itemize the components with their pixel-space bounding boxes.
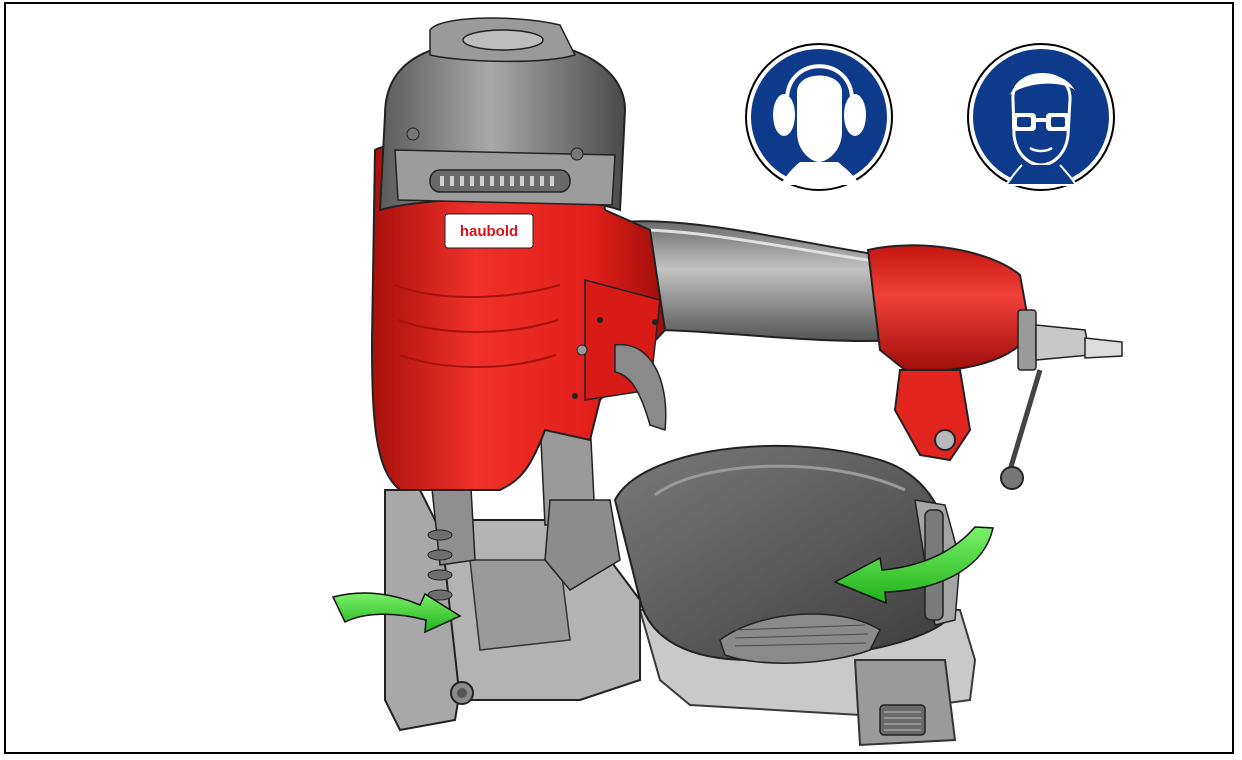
green-rotation-arrow-right: [833, 526, 994, 605]
brand-label: haubold: [444, 213, 534, 249]
green-rotation-arrow-left: [331, 592, 462, 634]
rear-cap: [866, 244, 1123, 490]
eye-protection-icon: [967, 43, 1115, 191]
brand-label-text: haubold: [460, 223, 518, 240]
hearing-protection-icon: [745, 43, 893, 191]
coil-canister: [613, 444, 961, 664]
top-cap: [378, 17, 627, 212]
